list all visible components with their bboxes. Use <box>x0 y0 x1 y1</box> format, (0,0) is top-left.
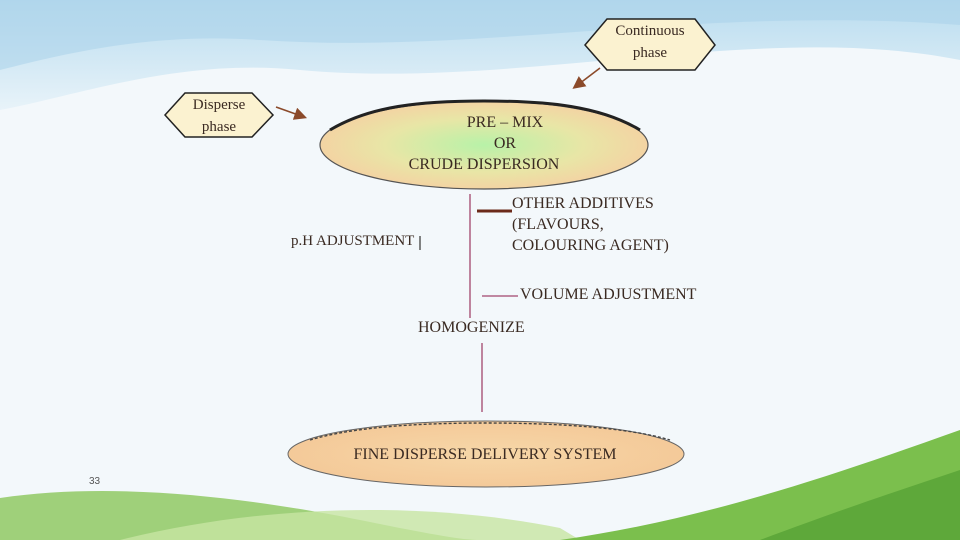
disperse-phase-hexagon <box>163 92 275 138</box>
hill-right-dark <box>760 470 960 540</box>
premix-ellipse-rim <box>329 99 641 132</box>
other-additives-line3: COLOURING AGENT) <box>512 237 669 254</box>
continuous-phase-line2: phase <box>632 45 668 61</box>
disperse-phase-line1: Disperse <box>192 97 246 113</box>
final-ellipse <box>287 420 685 488</box>
continuous-arrow <box>572 67 601 89</box>
other-additives-line2: (FLAVOURS, <box>512 216 604 233</box>
slide-number: 33 <box>89 476 101 487</box>
other-additives-line1: OTHER ADDITIVES <box>512 195 654 212</box>
other-additives-label: OTHER ADDITIVES (FLAVOURS, COLOURING AGE… <box>512 193 669 256</box>
ph-adjustment-label: p.H ADJUSTMENT <box>291 233 415 249</box>
final-ellipse-rim <box>309 422 671 441</box>
premix-label: PRE – MIX OR CRUDE DISPERSION <box>384 112 584 175</box>
disperse-phase-label: Disperse phase <box>178 94 260 138</box>
continuous-phase-label: Continuous phase <box>600 20 700 64</box>
homogenize-label: HOMOGENIZE <box>418 319 525 336</box>
disperse-phase-line2: phase <box>201 119 237 135</box>
hill-mid <box>120 509 580 540</box>
sky-wave-dark <box>0 0 960 70</box>
final-product-label: FINE DISPERSE DELIVERY SYSTEM <box>353 446 617 463</box>
premix-line1: PRE – MIX <box>466 114 544 131</box>
continuous-phase-hexagon <box>584 18 716 71</box>
premix-line3: CRUDE DISPERSION <box>408 156 560 173</box>
premix-line2: OR <box>493 135 517 152</box>
volume-adjustment-label: VOLUME ADJUSTMENT <box>520 286 697 303</box>
disperse-arrow <box>275 106 308 120</box>
continuous-phase-line1: Continuous <box>615 23 685 39</box>
